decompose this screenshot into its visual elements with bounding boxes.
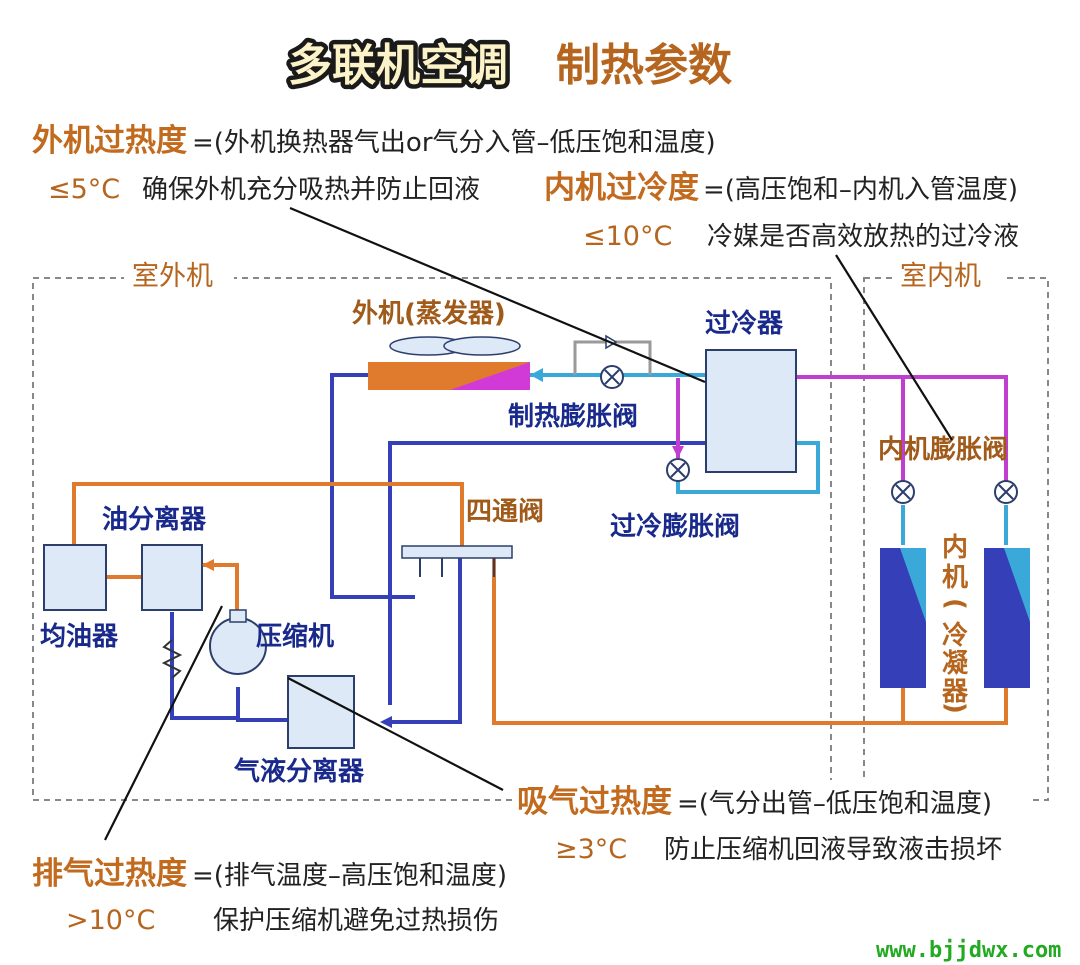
indoor-unit-char-0: 内 bbox=[942, 533, 968, 563]
indoor-subcool-note: 冷媒是否高效放热的过冷液 bbox=[707, 222, 1019, 252]
flow-arrow-left-icon bbox=[530, 368, 543, 382]
outdoor-zone-border bbox=[32, 277, 832, 801]
indoor-zone-label: 室内机 bbox=[900, 261, 981, 292]
suction-superheat-name: 吸气过热度 bbox=[517, 784, 672, 820]
subcooler-to-separator-pipe bbox=[388, 441, 706, 705]
indoor-unit-char-5: 器 bbox=[941, 677, 969, 707]
subcool-exv-x2 bbox=[670, 462, 686, 478]
compressor-label: 压缩机 bbox=[256, 621, 334, 652]
oil-separator-box bbox=[141, 544, 203, 611]
indoor-unit-vertical-label: 内 机 ( 冷 凝 器 ) bbox=[940, 533, 970, 714]
indoor-subcool-formula: =(高压饱和–内机入管温度) bbox=[703, 175, 1018, 205]
indoor-unit-char-4: 凝 bbox=[942, 649, 969, 679]
suction-superheat-note: 防止压缩机回液导致液击损坏 bbox=[664, 835, 1002, 865]
subcool-exv-label: 过冷膨胀阀 bbox=[610, 511, 740, 542]
hot-gas-to-indoor-pipe bbox=[492, 553, 1008, 725]
title-main: 多联机空调 bbox=[288, 40, 508, 91]
capillary-icon bbox=[161, 639, 183, 679]
indoor-unit2-coil-accent bbox=[1004, 548, 1030, 622]
evaporator-coil-liquid-side bbox=[450, 362, 530, 390]
discharge-superheat-leader bbox=[104, 605, 223, 841]
indoor-subcool-leader bbox=[835, 254, 953, 441]
outdoor-superheat-name: 外机过热度 bbox=[32, 123, 187, 159]
suction-superheat-formula: =(气分出管–低压饱和温度) bbox=[677, 789, 992, 819]
outdoor-zone-label-bg bbox=[124, 258, 234, 294]
gas-liquid-separator-box bbox=[287, 675, 355, 749]
liquid-line-to-indoor bbox=[796, 375, 1008, 482]
indoor2-exv-x2 bbox=[998, 484, 1014, 500]
outdoor-superheat-formula: =(外机换热器气出or气分入管–低压饱和温度) bbox=[192, 128, 716, 158]
compressor-discharge-port bbox=[229, 609, 247, 623]
outdoor-zone-label: 室外机 bbox=[132, 261, 213, 292]
indoor-unit-char-1: 机 bbox=[942, 563, 968, 593]
subcooler-label: 过冷器 bbox=[705, 308, 784, 339]
indoor-subcool-name: 内机过冷度 bbox=[544, 170, 699, 206]
subcool-exv-to-subcooler-pipe bbox=[676, 441, 820, 494]
discharge-superheat-value: >10°C bbox=[66, 905, 155, 936]
indoor1-exv-x2 bbox=[895, 484, 911, 500]
oil-equalizer-box bbox=[43, 544, 107, 611]
oil-return-line bbox=[170, 612, 238, 720]
flow-arrow-down-icon bbox=[672, 446, 684, 458]
heating-exv-x2 bbox=[604, 369, 620, 385]
indoor-unit1-coil-accent bbox=[900, 548, 926, 622]
indoor-unit-char-3: 冷 bbox=[942, 620, 968, 651]
indoor-zone-label-bg bbox=[893, 258, 1005, 294]
flow-arrow-into-oil-sep-icon bbox=[202, 559, 214, 571]
suction-superheat-leader bbox=[287, 677, 504, 791]
indoor-exv-label: 内机膨胀阀 bbox=[878, 435, 1008, 465]
indoor-subcool-value: ≤10°C bbox=[583, 221, 672, 252]
four-way-to-separator-pipe bbox=[387, 553, 462, 724]
outdoor-superheat-note: 确保外机充分吸热并防止回液 bbox=[142, 175, 480, 205]
indoor-unit-char-6: ) bbox=[940, 702, 970, 714]
outdoor-superheat-leader bbox=[289, 206, 706, 384]
fan-blade-right-icon bbox=[443, 336, 521, 356]
four-way-valve-label: 四通阀 bbox=[466, 497, 544, 527]
suction-superheat-bg bbox=[512, 780, 1032, 820]
discharge-superheat-formula: =(排气温度–高压饱和温度) bbox=[192, 861, 507, 891]
oil-equalizer-label: 均油器 bbox=[40, 622, 119, 652]
discharge-superheat-note: 保护压缩机避免过热损伤 bbox=[213, 906, 499, 936]
evaporator-label: 外机(蒸发器) bbox=[352, 298, 506, 329]
subcooler-box bbox=[705, 349, 797, 473]
discharge-superheat-name: 排气过热度 bbox=[32, 856, 187, 892]
oil-equalizer-to-four-way-pipe bbox=[72, 482, 464, 548]
suction-superheat-value: ≥3°C bbox=[555, 834, 627, 865]
gas-liquid-separator-label: 气液分离器 bbox=[233, 756, 365, 787]
title-sub: 制热参数 bbox=[556, 40, 732, 91]
heating-exv-label: 制热膨胀阀 bbox=[508, 402, 638, 432]
indoor-unit-char-2: ( bbox=[940, 598, 970, 610]
outdoor-superheat-value: ≤5°C bbox=[48, 174, 120, 205]
flow-arrow-into-separator-icon bbox=[380, 716, 392, 728]
four-way-valve-body bbox=[401, 545, 513, 559]
four-way-valve-ports bbox=[419, 558, 495, 577]
oil-separator-label: 油分离器 bbox=[102, 504, 207, 535]
watermark: www.bjjdwx.com bbox=[876, 938, 1061, 963]
